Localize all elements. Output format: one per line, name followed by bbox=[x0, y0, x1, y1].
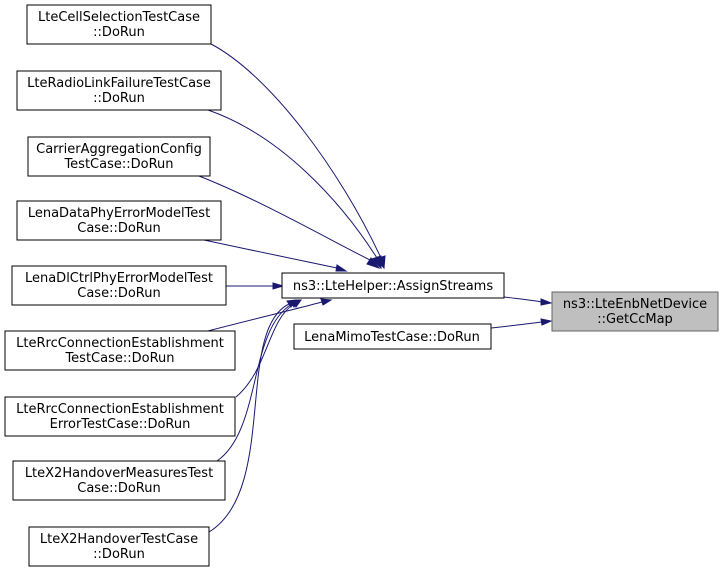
node-label-line: LenaMimoTestCase::DoRun bbox=[304, 330, 480, 345]
node-lena-data-phy-error[interactable]: LenaDataPhyErrorModelTest Case::DoRun bbox=[16, 200, 222, 241]
node-label-line: LteRrcConnectionEstablishment bbox=[16, 402, 224, 417]
edge-helper-target bbox=[503, 296, 553, 306]
node-label-line: TestCase::DoRun bbox=[64, 351, 174, 366]
node-label-line: CarrierAggregationConfig bbox=[36, 142, 202, 157]
node-lte-rrc-connection-establishment-error[interactable]: LteRrcConnectionEstablishment ErrorTestC… bbox=[4, 396, 236, 437]
node-label-line: ns3::LteHelper::AssignStreams bbox=[293, 279, 493, 294]
node-label-line: LenaDlCtrlPhyErrorModelTest bbox=[25, 271, 213, 286]
node-lte-radio-link-failure[interactable]: LteRadioLinkFailureTestCase ::DoRun bbox=[16, 70, 222, 111]
node-lena-dlctrl-phy-error[interactable]: LenaDlCtrlPhyErrorModelTest Case::DoRun bbox=[11, 265, 227, 306]
node-label-line: Case::DoRun bbox=[77, 481, 160, 496]
edge-n1-helper bbox=[210, 43, 386, 270]
node-lena-mimo[interactable]: LenaMimoTestCase::DoRun bbox=[293, 323, 492, 350]
node-lte-rrc-connection-establishment[interactable]: LteRrcConnectionEstablishment TestCase::… bbox=[4, 330, 236, 371]
node-label-line: ns3::LteEnbNetDevice bbox=[563, 297, 707, 312]
node-carrier-aggregation[interactable]: CarrierAggregationConfig TestCase::DoRun bbox=[27, 136, 211, 177]
node-label-line: LenaDataPhyErrorModelTest bbox=[28, 206, 210, 221]
edge-n7-helper bbox=[235, 299, 303, 398]
node-lte-x2-handover-measures[interactable]: LteX2HandoverMeasuresTest Case::DoRun bbox=[12, 460, 226, 501]
edge-n6-helper bbox=[199, 298, 333, 334]
node-label-line: ErrorTestCase::DoRun bbox=[50, 417, 191, 432]
node-lte-x2-handover[interactable]: LteX2HandoverTestCase ::DoRun bbox=[28, 526, 210, 567]
node-label-line: LteRadioLinkFailureTestCase bbox=[27, 76, 211, 91]
node-lte-cell-selection[interactable]: LteCellSelectionTestCase ::DoRun bbox=[26, 4, 212, 45]
node-label-line: ::DoRun bbox=[93, 547, 145, 562]
node-label-line: ::DoRun bbox=[93, 91, 145, 106]
edge-n3-helper bbox=[198, 175, 381, 270]
edge-n4-helper bbox=[203, 239, 348, 272]
edge-n2-helper bbox=[207, 109, 382, 270]
node-label-line: LteX2HandoverTestCase bbox=[40, 532, 198, 547]
node-label-line: ::DoRun bbox=[93, 25, 145, 40]
node-label-line: TestCase::DoRun bbox=[63, 157, 173, 172]
node-label-line: Case::DoRun bbox=[77, 286, 160, 301]
node-label-line: ::GetCcMap bbox=[597, 312, 673, 327]
node-label-line: LteX2HandoverMeasuresTest bbox=[25, 466, 213, 481]
node-label-line: LteCellSelectionTestCase bbox=[38, 10, 200, 25]
node-label-line: LteRrcConnectionEstablishment bbox=[16, 336, 224, 351]
node-label-line: Case::DoRun bbox=[77, 221, 160, 236]
edge-mimo-target bbox=[490, 318, 553, 329]
edge-n9-helper bbox=[208, 299, 298, 533]
node-lte-helper-assign-streams[interactable]: ns3::LteHelper::AssignStreams bbox=[281, 272, 505, 299]
edge-n5-helper bbox=[226, 282, 285, 290]
node-lte-enb-net-device-get-cc-map[interactable]: ns3::LteEnbNetDevice ::GetCcMap bbox=[551, 291, 719, 332]
